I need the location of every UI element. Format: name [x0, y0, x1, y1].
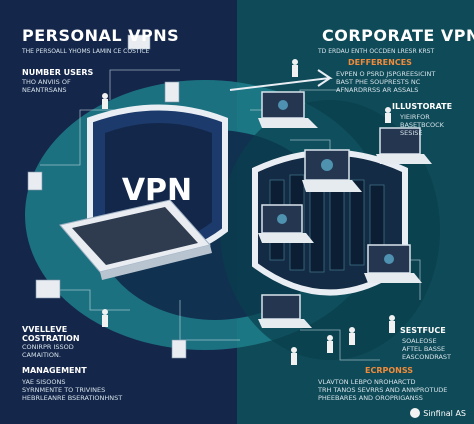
- brand-logo-icon: [410, 408, 421, 418]
- personal-section1-body: THO ANVIIS OF NEANTRSANS: [22, 78, 71, 94]
- corporate-section3-body: SOALEOSE AFTEL BASSE EASCONDRAST: [402, 337, 451, 361]
- personal-subtitle: THE PERSOALL YHOMS LAMIN CE COSTICE: [22, 48, 150, 55]
- brand-footer: Sinfinal AS: [410, 408, 466, 418]
- corporate-section3-heading: SESTFUCE: [400, 326, 446, 335]
- personal-laptop: [59, 199, 212, 280]
- corporate-section1-heading: DEFFERENCES: [348, 58, 412, 67]
- vpn-shield-label: VPN: [122, 173, 192, 208]
- personal-section2-body: CONIRPR ISSOD CAMAITION.: [22, 343, 74, 359]
- laptop-keyboards: [258, 118, 432, 328]
- corporate-section4-heading: ECRPONSS: [365, 366, 414, 375]
- personal-title: PERSONAL VPNS: [22, 26, 180, 45]
- corporate-section4-body: VLAVTON LEBPO NROHARCTD TRH TANOS SEVRRS…: [318, 378, 448, 402]
- laptop-screens: [277, 100, 394, 264]
- corporate-subtitle: TD ERDAU ENTH OCCDEN LRESR KRST: [318, 48, 435, 55]
- corporate-section1-body: EVPEN O PSRD JSPGREESICINT BAST PHE SOUP…: [336, 70, 436, 94]
- corporate-section2-heading: ILLUSTORATE: [392, 102, 453, 111]
- personal-section3-heading: MANAGEMENT: [22, 366, 87, 375]
- corporate-title: CORPORATE VPN: [322, 26, 474, 45]
- personal-section2-heading: VVELLEVE COSTRATION: [22, 325, 80, 343]
- personal-section3-body: YAE SISOONS SYRNMENTE TO TRIVINES HEBRLE…: [22, 378, 123, 402]
- people-figures: [102, 59, 395, 365]
- personal-section1-heading: NUMBER USERS: [22, 68, 94, 77]
- arrow-icon: [229, 69, 333, 91]
- personal-devices: [27, 34, 187, 359]
- brand-name: Sinfinal AS: [423, 408, 466, 418]
- corporate-section2-body: YIEIRFOR BASETBCOCK SESISE: [400, 113, 444, 137]
